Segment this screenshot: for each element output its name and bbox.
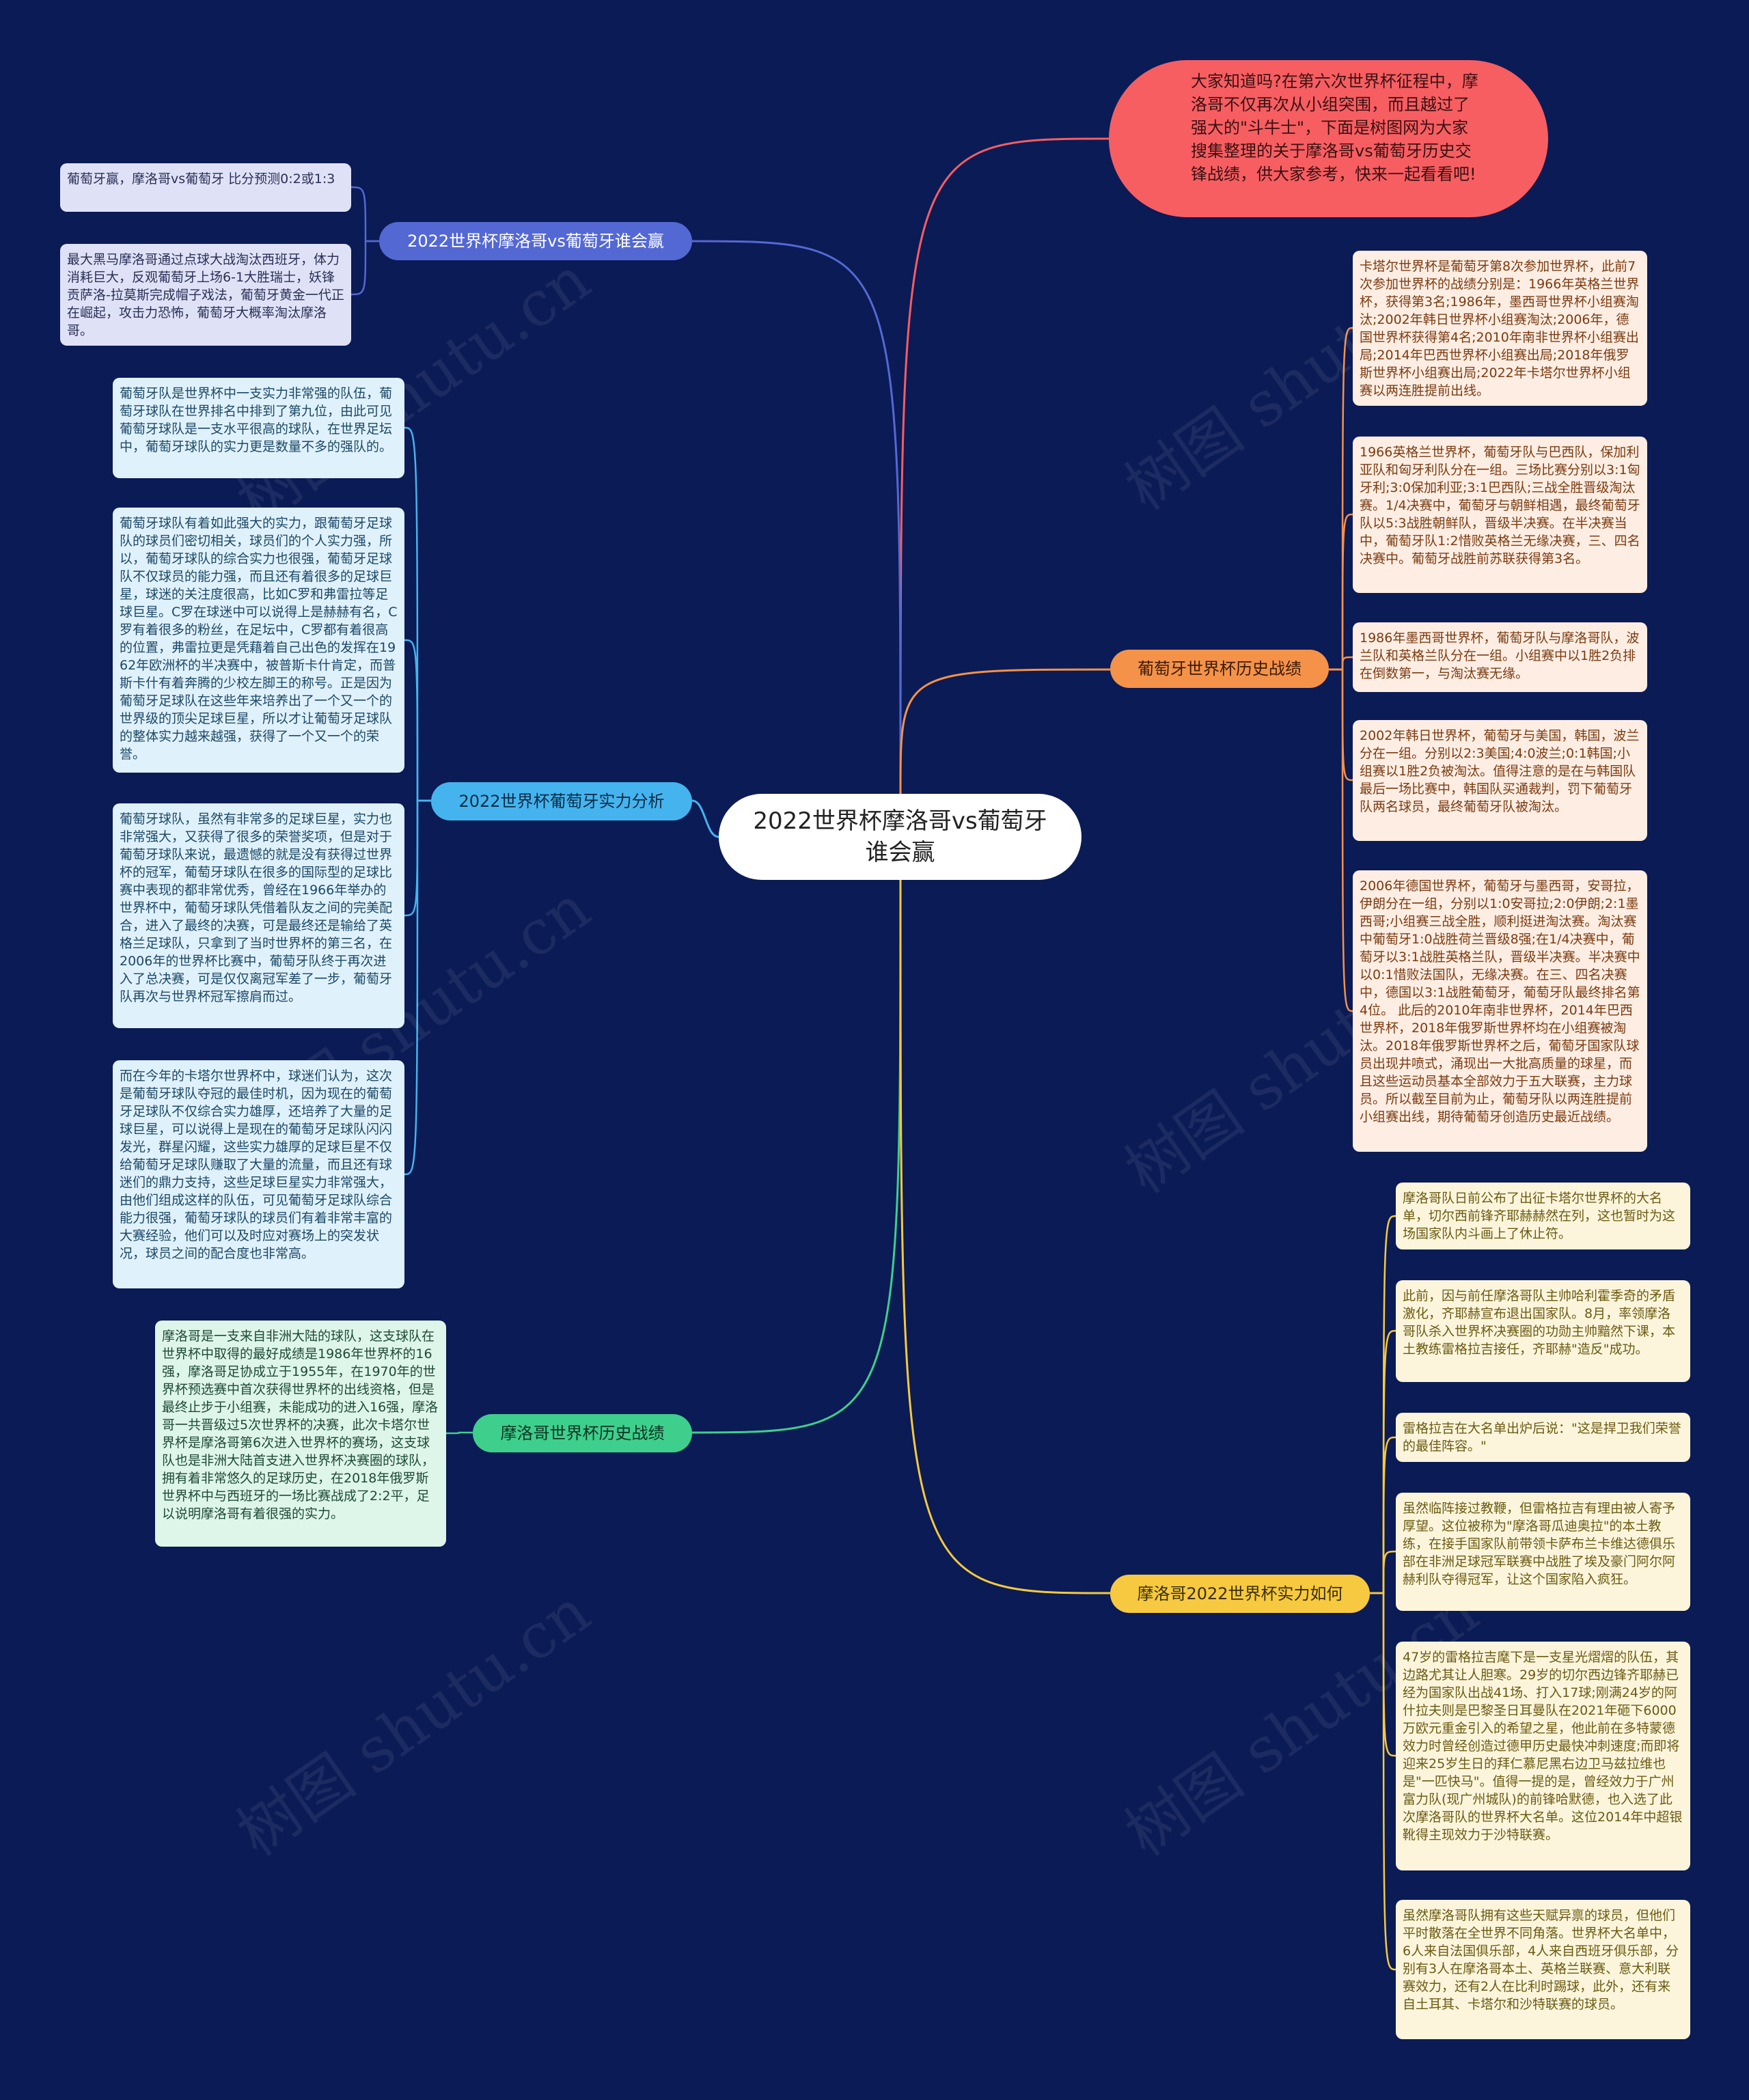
leaf-note[interactable]: 此前，因与前任摩洛哥队主帅哈利霍季奇的矛盾激化，齐耶赫宣布退出国家队。8月，率领… [1396,1280,1690,1382]
branch-prediction[interactable]: 2022世界杯摩洛哥vs葡萄牙谁会赢 [379,222,692,260]
link-branch [691,799,719,838]
link-branch [691,879,902,1434]
leaf-note[interactable]: 最大黑马摩洛哥通过点球大战淘汰西班牙，体力消耗巨大，反观葡萄牙上场6-1大胜瑞士… [60,244,351,346]
link-branch [691,240,902,795]
central-topic-label: 2022世界杯摩洛哥vs葡萄牙谁会赢 [753,807,1047,866]
leaf-note[interactable]: 摩洛哥队日前公布了出征卡塔尔世界杯的大名单，切尔西前锋齐耶赫赫然在列，这也暂时为… [1396,1183,1690,1249]
link-leaf [1329,668,1353,782]
leaf-note[interactable]: 摩洛哥是一支来自非洲大陆的球队，这支球队在世界杯中取得的最好成绩是1986年世界… [155,1321,446,1547]
leaf-note[interactable]: 葡萄牙队是世界杯中一支实力非常强的队伍，葡萄牙球队在世界排名中排到了第九位，由此… [113,378,404,478]
link-intro [899,137,1110,795]
branch-portugal-history[interactable]: 葡萄牙世界杯历史战绩 [1110,650,1329,688]
intro-node[interactable]: 大家知道吗?在第六次世界杯征程中，摩洛哥不仅再次从小组突围，而且越过了强大的"斗… [1109,60,1548,217]
link-leaf [350,240,379,296]
link-leaf [1370,1592,1396,1971]
link-leaf [1329,513,1353,671]
leaf-note[interactable]: 2006年德国世界杯，葡萄牙与墨西哥，安哥拉，伊朗分在一组，分别以1:0安哥拉;… [1353,870,1647,1152]
leaf-note[interactable]: 虽然临阵接过教鞭，但雷格拉吉有理由被人寄予厚望。这位被称为"摩洛哥瓜迪奥拉"的本… [1396,1493,1690,1611]
link-leaf [1329,668,1353,1012]
link-leaf [404,639,431,802]
leaf-note[interactable]: 卡塔尔世界杯是葡萄牙第8次参加世界杯，此前7次参加世界杯的战绩分别是：1966年… [1353,251,1647,406]
leaf-note[interactable]: 而在今年的卡塔尔世界杯中，球迷们认为，这次是葡萄牙球队夺冠的最佳时机，因为现在的… [113,1060,404,1288]
leaf-note[interactable]: 2002年韩日世界杯，葡萄牙与美国，韩国，波兰分在一组。分别以2:3美国;4:0… [1353,720,1647,841]
central-topic[interactable]: 2022世界杯摩洛哥vs葡萄牙谁会赢 [719,794,1082,880]
link-branch [899,668,1111,795]
leaf-note[interactable]: 葡萄牙球队，虽然有非常多的足球巨星，实力也非常强大，又获得了很多的荣誉奖项，但是… [113,803,404,1028]
leaf-note[interactable]: 雷格拉吉在大名单出炉后说："这是捍卫我们荣誉的最佳阵容。" [1396,1413,1690,1462]
leaf-note[interactable]: 葡萄牙赢，摩洛哥vs葡萄牙 比分预测0:2或1:3 [60,163,351,212]
link-leaf [1329,327,1353,671]
leaf-note[interactable]: 1986年墨西哥世界杯，葡萄牙队与摩洛哥队，波兰队和英格兰队分在一组。小组赛中以… [1353,622,1647,692]
leaf-note[interactable]: 1966英格兰世界杯，葡萄牙队与巴西队，保加利亚队和匈牙利队分在一组。三场比赛分… [1353,437,1647,593]
leaf-note[interactable]: 葡萄牙球队有着如此强大的实力，跟葡萄牙足球队的球员们密切相关，球员们的个人实力强… [113,508,404,773]
link-leaf [1329,656,1353,671]
branch-portugal-strength[interactable]: 2022世界杯葡萄牙实力分析 [431,782,692,820]
branch-morocco-history[interactable]: 摩洛哥世界杯历史战绩 [473,1414,692,1452]
leaf-note[interactable]: 47岁的雷格拉吉麾下是一支星光熠熠的队伍，其边路尤其让人胆寒。29岁的切尔西边锋… [1396,1642,1690,1870]
link-leaf [350,186,379,243]
link-leaf [404,799,431,1176]
branch-morocco-2022-strength[interactable]: 摩洛哥2022世界杯实力如何 [1110,1575,1370,1613]
link-branch [899,879,1111,1594]
leaf-note[interactable]: 虽然摩洛哥队拥有这些天赋异禀的球员，但他们平时散落在全世界不同角落。世界杯大名单… [1396,1900,1690,2039]
